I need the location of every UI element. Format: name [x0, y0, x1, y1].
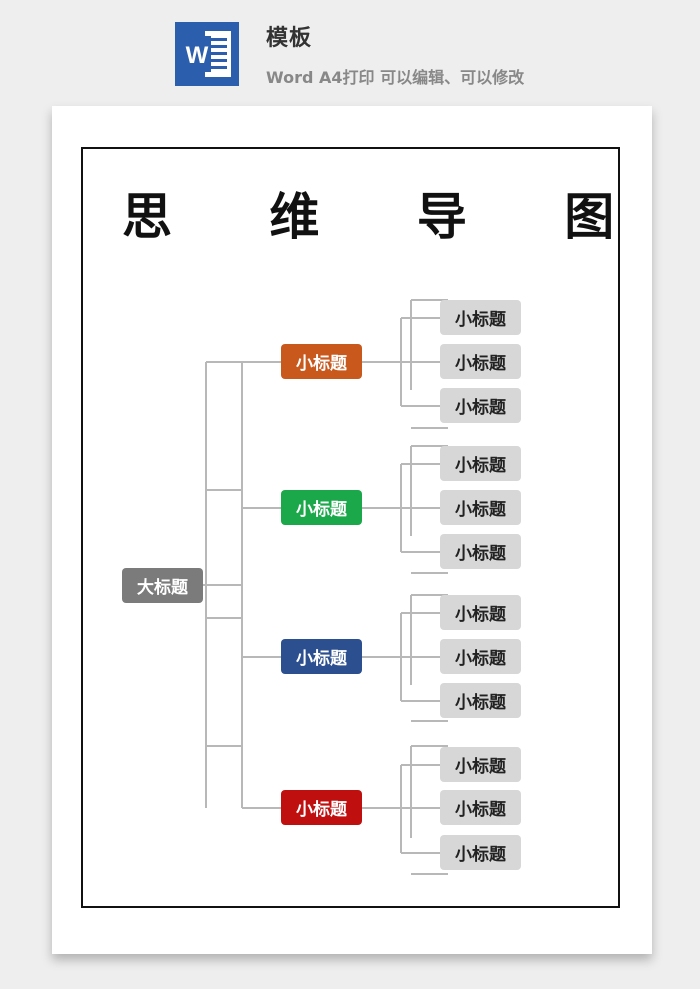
branch-node-4: 小标题 — [281, 790, 362, 825]
leaf-node-2-2: 小标题 — [440, 490, 521, 525]
word-icon: W — [175, 22, 239, 86]
leaf-node-4-3: 小标题 — [440, 835, 521, 870]
svg-text:W: W — [186, 42, 209, 69]
header-subtitle: Word A4打印 可以编辑、可以修改 — [266, 68, 525, 87]
leaf-node-3-1: 小标题 — [440, 595, 521, 630]
root-node: 大标题 — [122, 568, 203, 603]
leaf-node-1-3: 小标题 — [440, 388, 521, 423]
leaf-node-1-1: 小标题 — [440, 300, 521, 335]
page-border — [81, 147, 620, 908]
branch-node-1: 小标题 — [281, 344, 362, 379]
document-title: 思 维 导 图 — [122, 188, 655, 246]
branch-node-2: 小标题 — [281, 490, 362, 525]
leaf-node-4-2: 小标题 — [440, 790, 521, 825]
leaf-node-2-3: 小标题 — [440, 534, 521, 569]
branch-node-3: 小标题 — [281, 639, 362, 674]
header-title: 模板 — [266, 26, 313, 51]
leaf-node-3-3: 小标题 — [440, 683, 521, 718]
leaf-node-4-1: 小标题 — [440, 747, 521, 782]
leaf-node-3-2: 小标题 — [440, 639, 521, 674]
leaf-node-2-1: 小标题 — [440, 446, 521, 481]
leaf-node-1-2: 小标题 — [440, 344, 521, 379]
